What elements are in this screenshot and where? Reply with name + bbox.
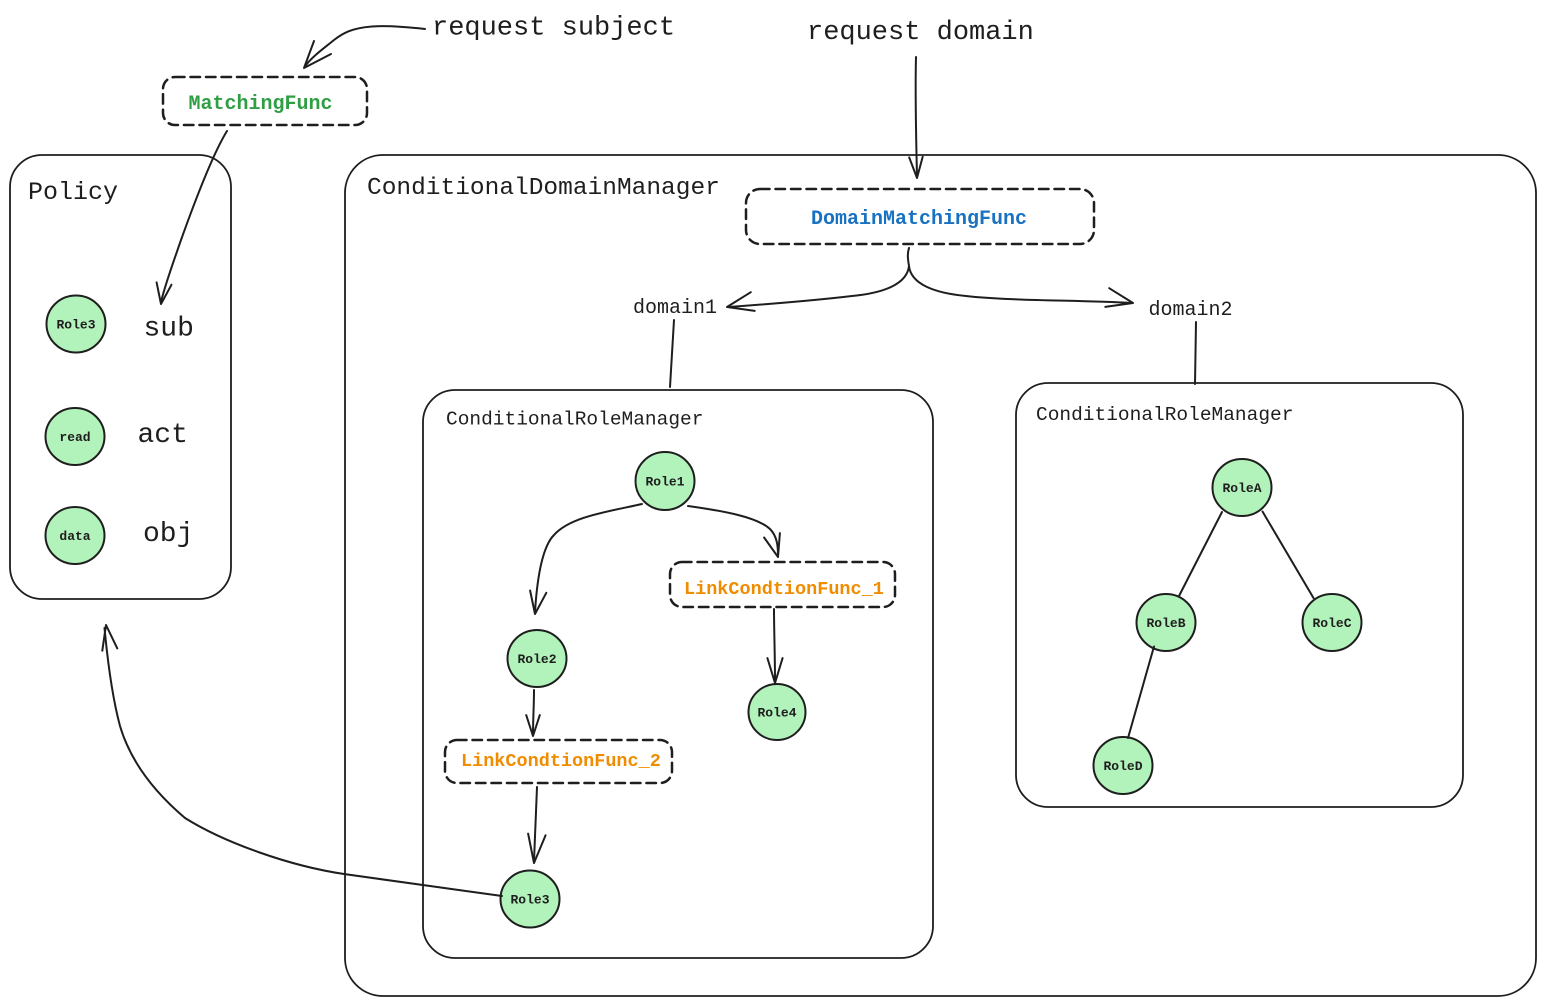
svg-text:LinkCondtionFunc_2: LinkCondtionFunc_2 <box>461 751 661 772</box>
svg-text:domain1: domain1 <box>633 297 717 320</box>
svg-text:obj: obj <box>143 519 193 550</box>
svg-text:Role3: Role3 <box>511 893 550 908</box>
svg-text:Role2: Role2 <box>518 652 557 667</box>
svg-text:ConditionalRoleManager: ConditionalRoleManager <box>446 409 703 431</box>
svg-text:ConditionalRoleManager: ConditionalRoleManager <box>1036 404 1293 426</box>
svg-text:RoleD: RoleD <box>1104 759 1143 774</box>
svg-text:request subject: request subject <box>432 14 675 44</box>
svg-text:request domain: request domain <box>807 18 1034 48</box>
svg-text:sub: sub <box>144 314 194 345</box>
svg-text:Role1: Role1 <box>646 475 685 490</box>
svg-text:LinkCondtionFunc_1: LinkCondtionFunc_1 <box>684 579 884 600</box>
svg-text:DomainMatchingFunc: DomainMatchingFunc <box>811 208 1027 231</box>
svg-text:act: act <box>138 420 188 451</box>
svg-text:RoleC: RoleC <box>1313 616 1352 631</box>
svg-text:read: read <box>59 430 90 445</box>
svg-text:Role3: Role3 <box>57 318 96 333</box>
svg-text:MatchingFunc: MatchingFunc <box>189 93 333 116</box>
svg-text:domain2: domain2 <box>1149 299 1233 322</box>
svg-text:RoleA: RoleA <box>1223 481 1262 496</box>
svg-text:data: data <box>59 529 90 544</box>
svg-text:ConditionalDomainManager: ConditionalDomainManager <box>367 175 720 202</box>
svg-text:RoleB: RoleB <box>1147 616 1186 631</box>
svg-text:Policy: Policy <box>28 178 118 207</box>
svg-text:Role4: Role4 <box>758 706 797 721</box>
